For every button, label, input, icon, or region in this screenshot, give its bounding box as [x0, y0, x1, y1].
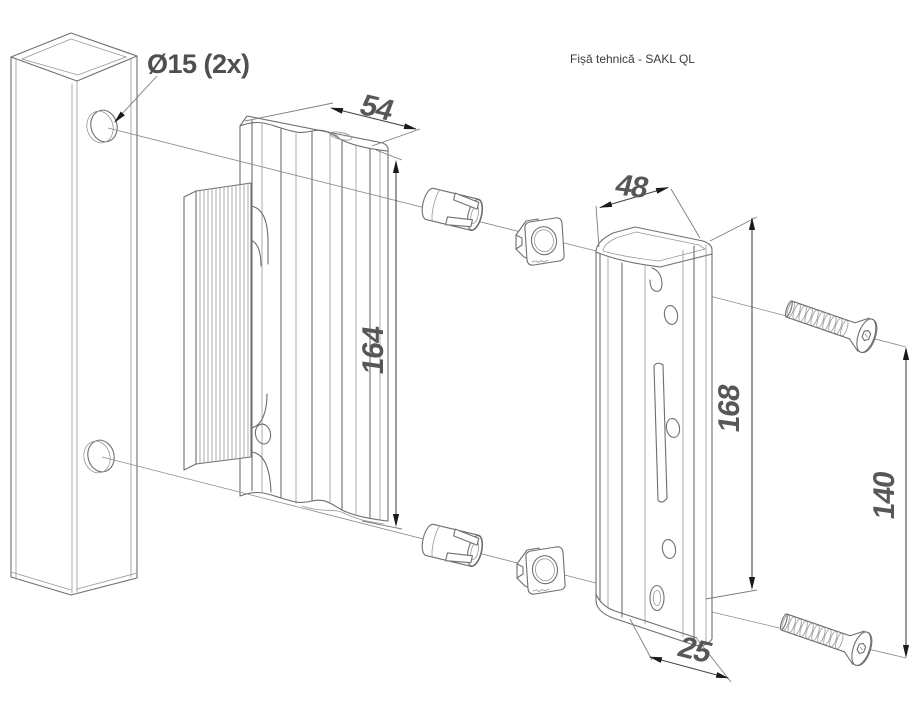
keeper-hole-1 — [663, 305, 679, 325]
keeper-hole-4 — [649, 584, 665, 612]
sheet-title: Fișă tehnică - SAKL QL — [570, 52, 695, 66]
keeper-hole-2 — [665, 418, 681, 438]
keeper-hole-3 — [661, 539, 677, 559]
profile-height-label: 164 — [357, 324, 390, 377]
post-hole-bottom — [87, 439, 115, 473]
keeper-height-label: 168 — [713, 383, 746, 435]
expander-plug-bottom — [418, 521, 486, 569]
dim-hole-diameter: Ø15 (2x) — [114, 49, 250, 123]
handle-profile — [183, 115, 389, 525]
grip-ribs — [199, 183, 249, 464]
insert-nut-bottom — [516, 546, 566, 595]
centerline-top-left — [107, 127, 597, 252]
square-post — [10, 32, 138, 596]
post-hole-top — [90, 109, 118, 143]
profile-body — [239, 121, 389, 522]
grip-handle — [183, 182, 272, 493]
dim-keeper-height: 168 — [705, 216, 758, 600]
screw-top — [779, 290, 882, 356]
dim-profile-height: 164 — [357, 149, 403, 530]
insert-nut-top — [515, 217, 565, 266]
centerline-bottom-left — [101, 456, 597, 584]
keeper-latch-hook — [649, 267, 663, 292]
leader-arrowhead — [114, 111, 125, 123]
expander-plug-top — [418, 185, 486, 233]
keeper-body — [595, 226, 713, 647]
dim-screw-spacing: 140 — [868, 347, 910, 658]
screw-spacing-label: 140 — [868, 470, 901, 522]
screw-bottom — [774, 603, 877, 669]
profile-width-label: 54 — [355, 89, 399, 127]
profile-top-face — [239, 115, 389, 152]
lock-keeper — [595, 226, 713, 647]
profile-hole — [254, 423, 272, 445]
keeper-slot — [653, 362, 668, 503]
keeper-width-label: 48 — [612, 169, 652, 205]
hole-diameter-label: Ø15 (2x) — [147, 49, 250, 79]
